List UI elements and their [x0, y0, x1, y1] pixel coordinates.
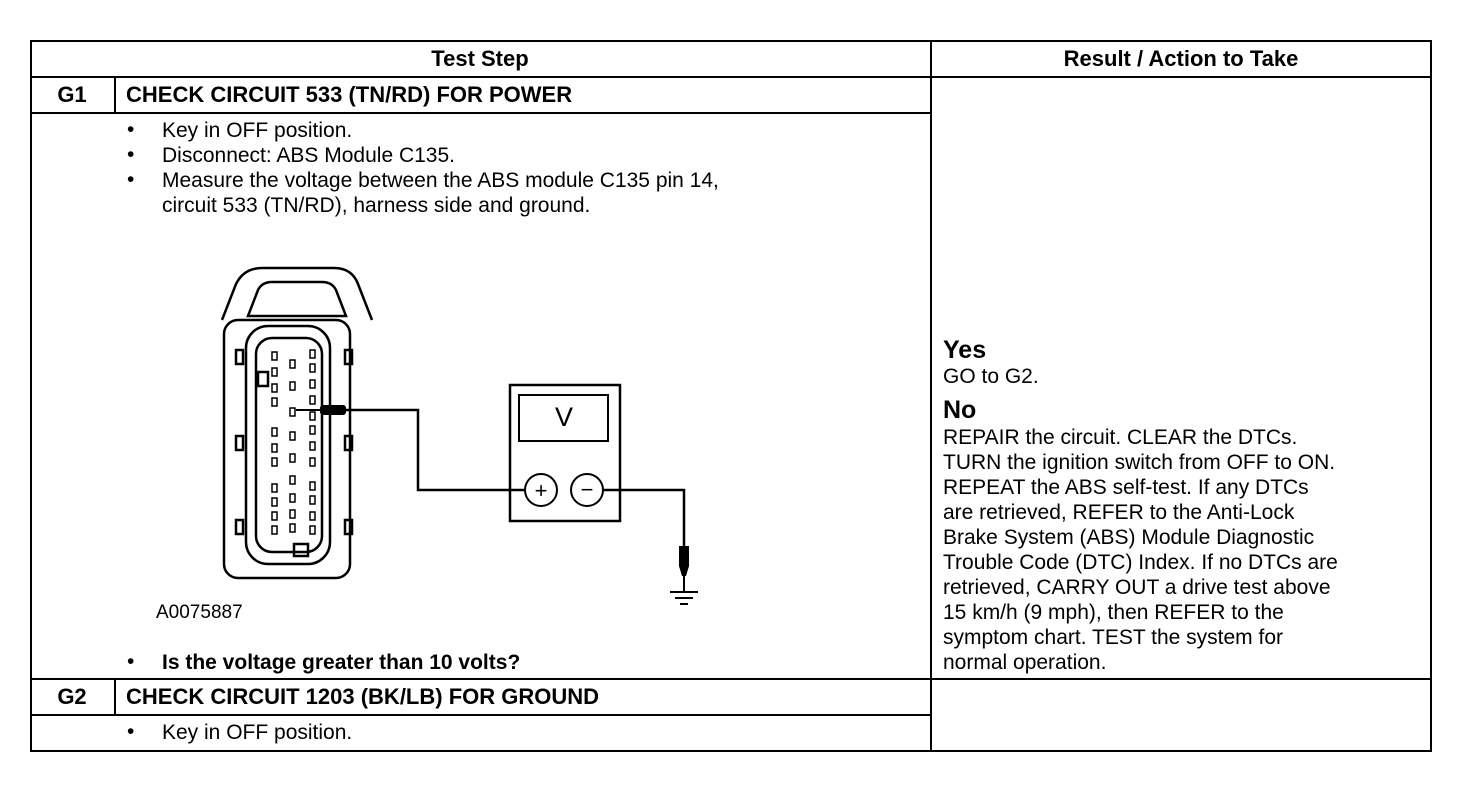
- g1-question: Is the voltage greater than 10 volts?: [162, 651, 521, 674]
- g1-bullet-3-line-1: Measure the voltage between the ABS modu…: [162, 169, 719, 192]
- g1-bottom-rule: [30, 678, 1432, 680]
- result-yes-action: GO to G2.: [943, 365, 1039, 388]
- result-no-line-8: 15 km/h (9 mph), then REFER to the: [943, 601, 1284, 624]
- header-test-step: Test Step: [431, 46, 529, 71]
- result-no-line-6: Trouble Code (DTC) Index. If no DTCs are: [943, 551, 1338, 574]
- g1-bullet-2: Disconnect: ABS Module C135.: [162, 144, 455, 167]
- g1-question-marker: •: [127, 650, 135, 673]
- g2-id-divider: [114, 678, 116, 716]
- ground-symbol-icon: [670, 591, 698, 605]
- minus-symbol: −: [581, 477, 594, 502]
- figure-reference-id: A0075887: [156, 602, 243, 623]
- result-no-line-2: TURN the ignition switch from OFF to ON.: [943, 451, 1336, 474]
- column-divider: [930, 40, 932, 752]
- header-result-action: Result / Action to Take: [1063, 46, 1299, 71]
- negative-lead-wire: [602, 488, 686, 548]
- g1-bullet-1-marker: •: [127, 118, 135, 141]
- positive-lead-wire: [344, 408, 526, 492]
- g2-step-id: G2: [57, 684, 87, 709]
- g2-bullet-1-marker: •: [127, 720, 135, 743]
- voltmeter-unit-label: V: [555, 402, 573, 432]
- voltmeter-plus-terminal: [524, 473, 558, 507]
- connector-pins: [271, 349, 316, 535]
- voltmeter-minus-terminal: [570, 473, 604, 507]
- result-yes-label: Yes: [943, 336, 987, 364]
- result-no-line-3: REPEAT the ABS self-test. If any DTCs: [943, 476, 1309, 499]
- result-no-line-4: are retrieved, REFER to the Anti-Lock: [943, 501, 1295, 524]
- voltmeter-display: [518, 394, 609, 442]
- table-border-top: [30, 40, 1432, 42]
- result-no-line-10: normal operation.: [943, 651, 1107, 674]
- plus-symbol: +: [535, 478, 548, 503]
- result-no-label: No: [943, 396, 977, 424]
- g1-bullet-1: Key in OFF position.: [162, 119, 353, 142]
- g2-bullet-1: Key in OFF position.: [162, 721, 353, 744]
- positive-probe: [296, 405, 346, 415]
- table-border-right: [1430, 40, 1432, 752]
- g1-bullet-3-marker: •: [127, 168, 135, 191]
- header-bottom-rule: [30, 76, 1432, 78]
- result-no-line-7: retrieved, CARRY OUT a drive test above: [943, 576, 1331, 599]
- result-no-line-1: REPAIR the circuit. CLEAR the DTCs.: [943, 426, 1298, 449]
- g1-bullet-2-marker: •: [127, 143, 135, 166]
- g1-bullet-3-line-2: circuit 533 (TN/RD), harness side and gr…: [162, 194, 591, 217]
- connector-outline: [220, 266, 374, 580]
- table-border-bottom: [30, 750, 1432, 752]
- voltmeter-body: [508, 383, 622, 523]
- g1-id-divider: [114, 76, 116, 114]
- g1-step-title: CHECK CIRCUIT 533 (TN/RD) FOR POWER: [126, 82, 573, 107]
- g1-title-bottom-rule: [30, 112, 932, 114]
- result-no-line-5: Brake System (ABS) Module Diagnostic: [943, 526, 1315, 549]
- table-border-left: [30, 40, 32, 752]
- g2-title-bottom-rule: [30, 714, 932, 716]
- result-no-line-9: symptom chart. TEST the system for: [943, 626, 1283, 649]
- g1-step-id: G1: [57, 82, 87, 107]
- g2-step-title: CHECK CIRCUIT 1203 (BK/LB) FOR GROUND: [126, 684, 600, 709]
- negative-probe: [679, 546, 689, 576]
